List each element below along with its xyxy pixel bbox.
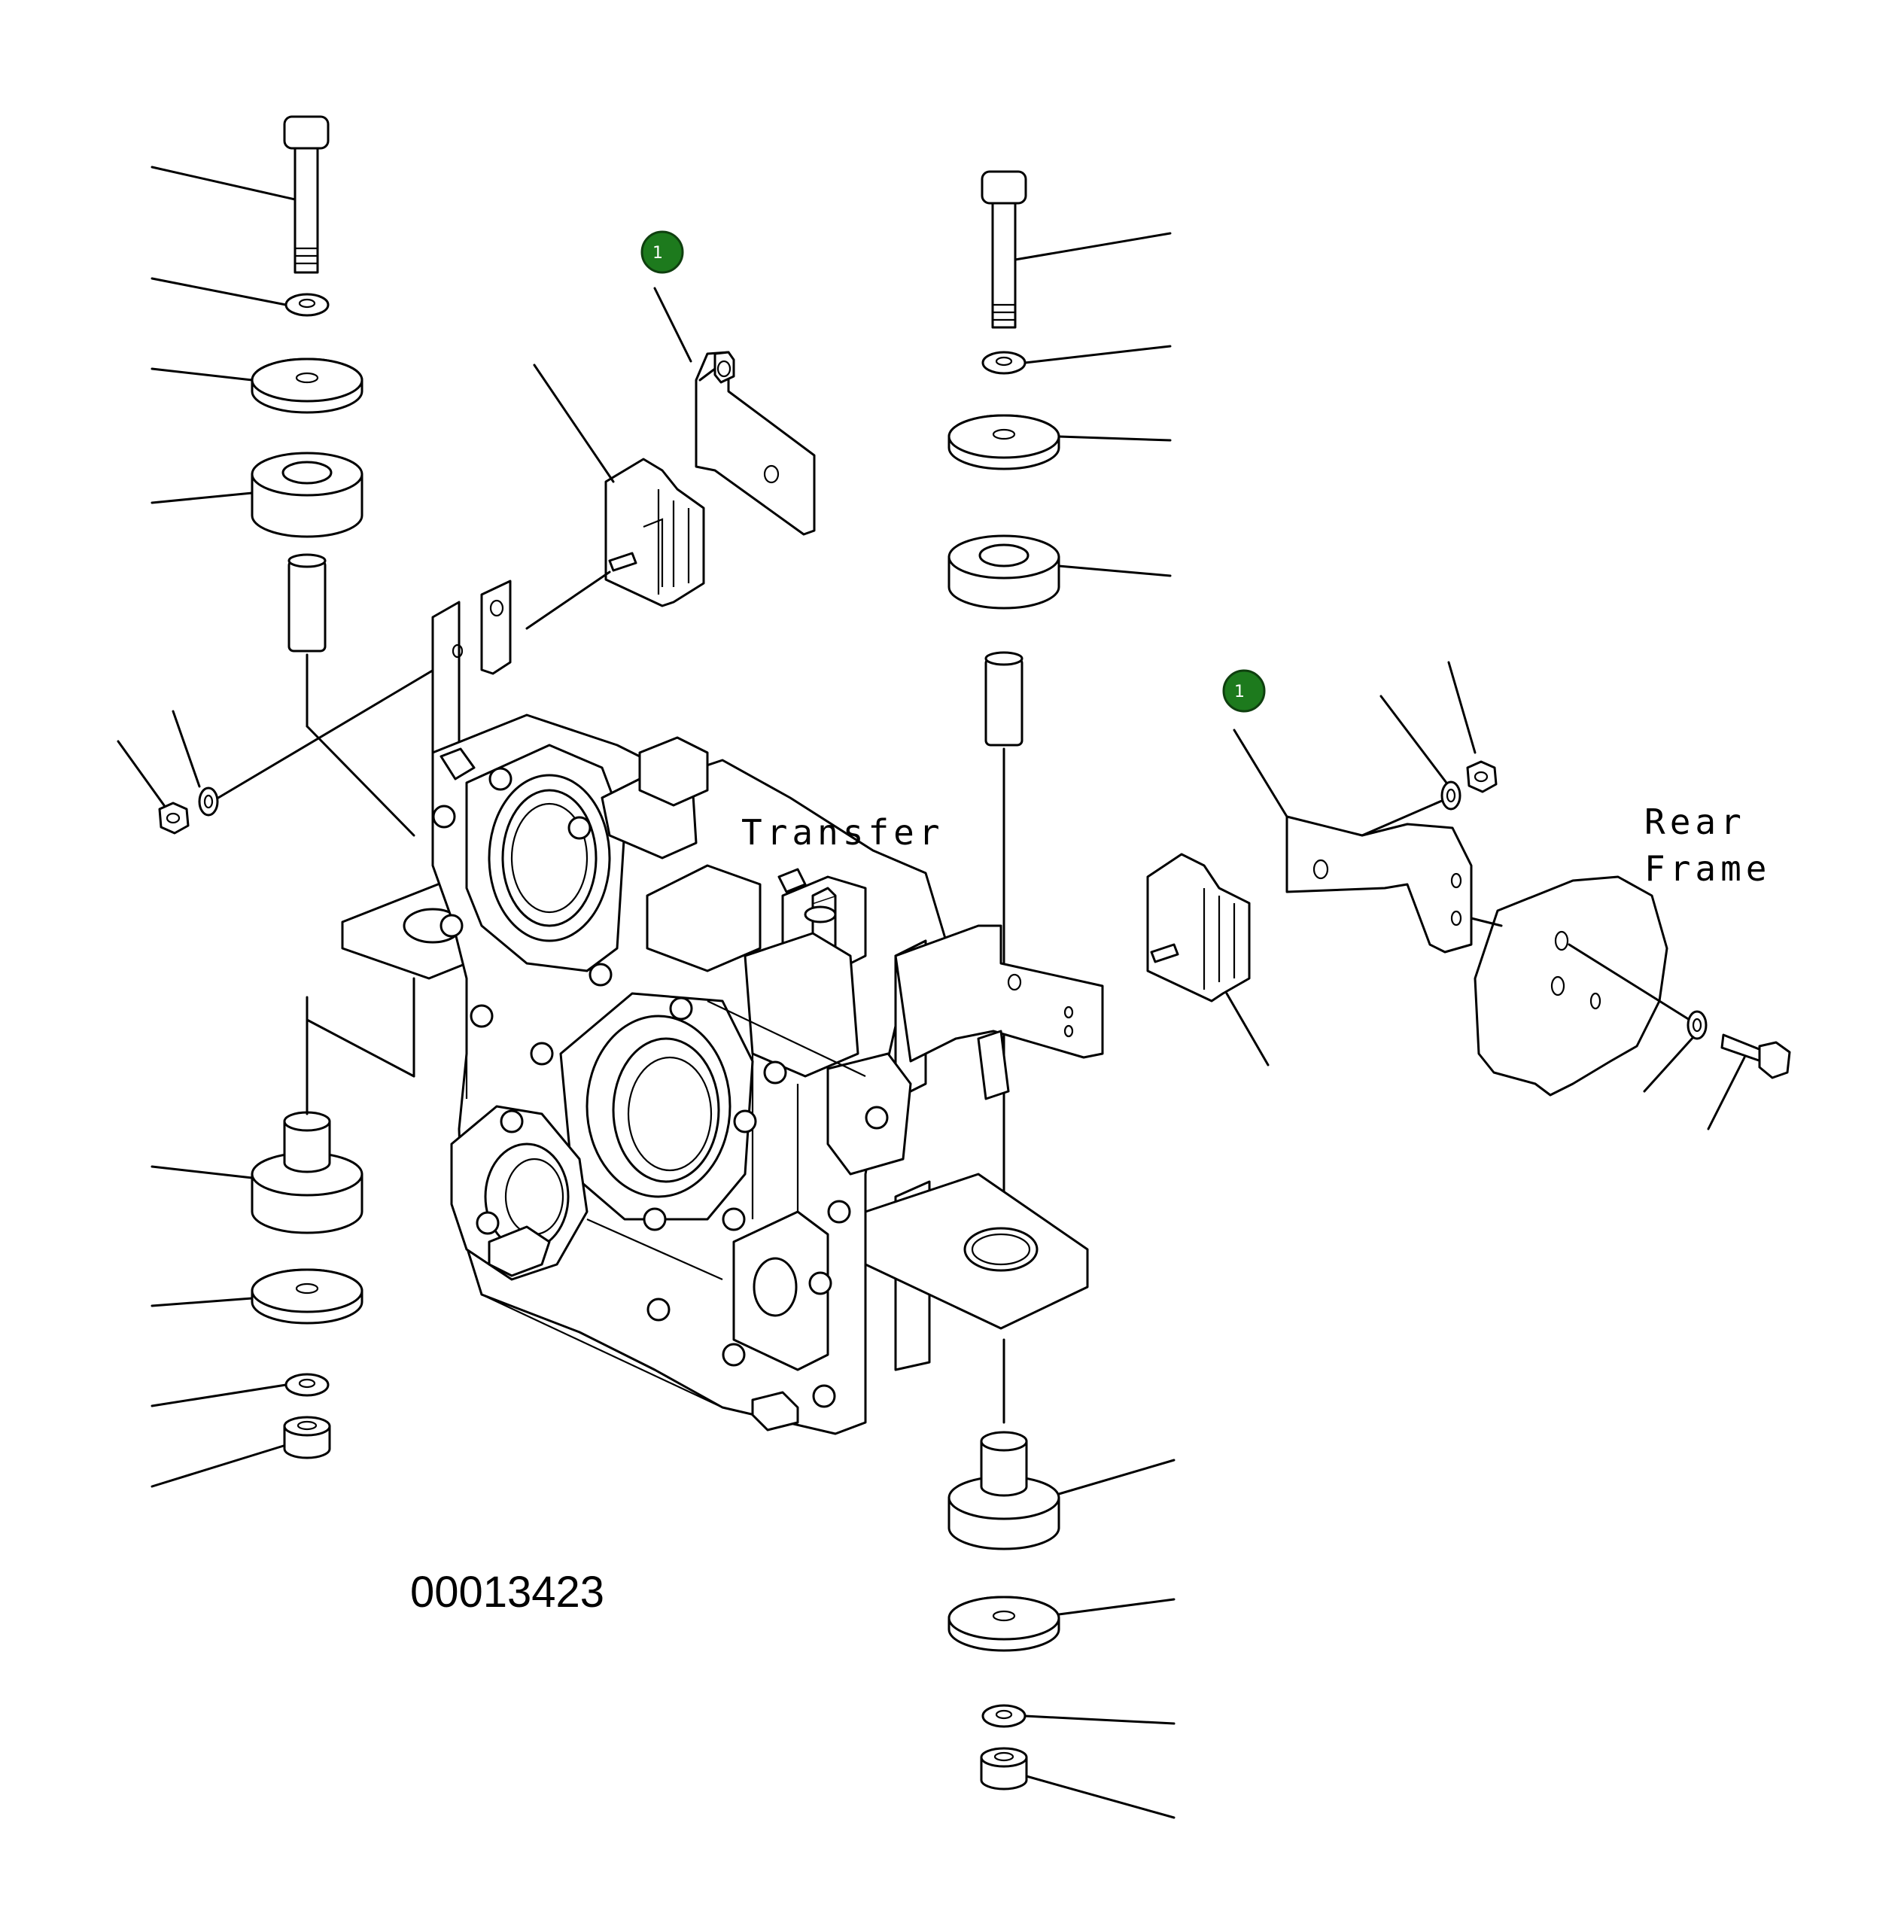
transfer-label: Transfer	[741, 812, 944, 853]
left-lower-plate	[251, 1268, 363, 1325]
center-lower-nut	[980, 1747, 1028, 1791]
left-nut-washer	[158, 653, 461, 835]
left-bolt	[283, 115, 330, 274]
top-rubber-mount	[525, 364, 705, 630]
center-bolt	[981, 170, 1027, 329]
center-rubber-cushion	[947, 534, 1060, 610]
center-lower-plate	[947, 1596, 1060, 1652]
left-base-leaders	[306, 725, 415, 1115]
left-rubber-cushion	[251, 452, 363, 538]
transfer-case	[341, 580, 1104, 1435]
center-leader-lines	[1014, 232, 1176, 1819]
right-nut-washer	[1379, 661, 1498, 811]
right-bracket	[1233, 729, 1473, 954]
left-spacer-sleeve	[287, 553, 327, 653]
rear-frame-label-line1: Rear	[1644, 802, 1746, 842]
callout-badge-1-right[interactable]: 1	[1222, 669, 1266, 713]
callout-number: 1	[652, 244, 663, 263]
right-rubber-mount	[1146, 853, 1270, 1066]
left-upper-mount-stack	[251, 115, 363, 728]
housing-bolt-heads	[432, 767, 889, 1408]
left-flat-plate	[251, 357, 363, 414]
center-lower-mount-stack	[947, 1431, 1060, 1791]
center-small-washer	[981, 351, 1027, 375]
left-lower-washer	[284, 1373, 330, 1397]
center-flat-plate	[947, 414, 1060, 470]
left-lower-nut	[283, 1416, 331, 1459]
center-lower-cushion	[947, 1431, 1060, 1550]
center-spacer-sleeve	[984, 651, 1023, 747]
top-bracket	[653, 287, 816, 536]
left-leader-lines	[117, 166, 297, 1488]
left-lower-cushion	[251, 1111, 363, 1234]
figure-number: 00013423	[410, 1568, 604, 1617]
callout-badge-1-top[interactable]: 1	[640, 230, 684, 274]
left-small-washer	[284, 293, 330, 317]
center-upper-mount-stack	[947, 170, 1060, 1424]
rear-frame-label-line2: Frame	[1644, 848, 1771, 889]
center-lower-washer	[981, 1704, 1027, 1728]
rear-frame-plate	[1470, 875, 1791, 1130]
callout-number: 1	[1234, 683, 1245, 701]
